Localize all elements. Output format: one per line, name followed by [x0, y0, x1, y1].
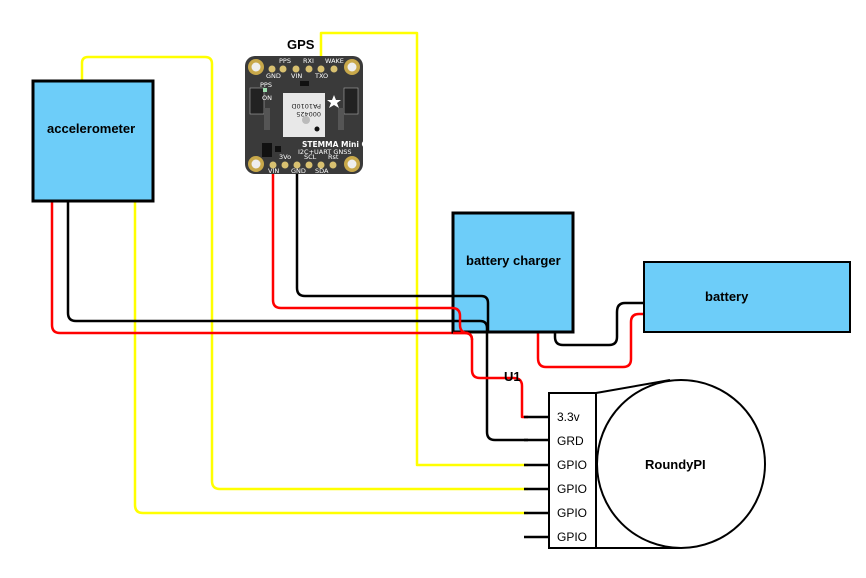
battery-block[interactable]: battery	[643, 261, 851, 333]
u1-label: RoundyPI	[645, 457, 706, 472]
star-logo-icon	[327, 95, 341, 108]
battery-charger-block[interactable]: battery charger	[451, 211, 575, 334]
u1-outline-top	[595, 379, 671, 394]
wire-gps-txo[interactable]	[319, 31, 528, 467]
accelerometer-block[interactable]: accelerometer	[31, 79, 155, 203]
gps-board-name: STEMMA Mini GPS	[302, 140, 379, 149]
gps-top-pads	[268, 65, 338, 73]
u1-pin-gpio-1: GPIO	[557, 458, 587, 472]
battery-charger-body	[451, 211, 575, 334]
u1-pin-stubs	[524, 415, 549, 539]
gps-ic-left	[249, 87, 265, 115]
gps-regulator	[262, 143, 272, 157]
gps-chip-dot	[302, 116, 310, 124]
u1-pin-grd: GRD	[557, 434, 584, 448]
gps-led-pps-label: PPS	[260, 81, 272, 89]
roundypi-u1[interactable]: U1 RoundyPI 3.3v GRD GPIO GPIO GPIO GPIO	[504, 369, 766, 549]
gps-pin-3vo: 3Vo	[279, 153, 291, 161]
gps-mounting-holes	[248, 59, 360, 172]
gps-board-desc: I2C+UART GNSS	[298, 148, 351, 156]
battery-charger-label: battery charger	[466, 253, 561, 268]
wire-accel-signal-b[interactable]	[133, 201, 528, 515]
wire-accel-signal-a[interactable]	[80, 55, 528, 491]
gps-pin-vin-top: VIN	[291, 72, 302, 80]
gps-chip-code: 000425	[296, 110, 321, 118]
gps-pin-txo: TXO	[314, 72, 328, 80]
u1-pin-gpio-3: GPIO	[557, 506, 587, 520]
wires-over-charger	[450, 294, 490, 341]
wire-gps-vin[interactable]	[271, 168, 469, 335]
gps-pin-gnd: GND	[266, 72, 281, 80]
gps-inductor-right	[338, 108, 344, 130]
gps-led	[263, 88, 267, 92]
wire-accel-power[interactable]	[50, 201, 528, 419]
u1-pin-3v3: 3.3v	[557, 410, 580, 424]
gps-pin-sda: SDA	[315, 167, 329, 175]
gps-inductor-left	[264, 108, 270, 130]
gps-pin-pps: PPS	[279, 57, 291, 65]
gps-pin-scl: SCL	[304, 153, 317, 161]
battery-label: battery	[705, 289, 749, 304]
accelerometer-body	[31, 79, 155, 203]
u1-pin-gpio-4: GPIO	[557, 530, 587, 544]
accelerometer-label: accelerometer	[47, 121, 135, 136]
gps-chip-model: PA1010D	[292, 102, 322, 110]
gps-pin-wake: WAKE	[325, 57, 344, 65]
gps-ic-right	[343, 87, 359, 115]
wire-charger-battery-power[interactable]	[536, 312, 644, 369]
gps-bottom-pads	[269, 161, 337, 169]
wire-charger-battery-ground[interactable]	[553, 301, 644, 347]
gps-pin-gnd-bottom: GND	[291, 167, 306, 175]
u1-round-display	[596, 379, 766, 549]
u1-ref-label: U1	[504, 369, 521, 384]
gps-pin-vin: VIN	[268, 167, 279, 175]
gps-pin-rxi: RXI	[303, 57, 314, 65]
battery-body	[643, 261, 851, 333]
gps-cap	[275, 146, 281, 152]
gps-pin-rst: Rst	[328, 153, 339, 161]
gps-component	[300, 81, 309, 86]
gps-label: GPS	[287, 37, 315, 52]
u1-header	[548, 392, 597, 549]
gps-module[interactable]: GPS GND PPS VIN RXI TXO WAKE PPS ON	[245, 37, 379, 175]
gps-chip-marker	[314, 126, 320, 132]
u1-pin-gpio-2: GPIO	[557, 482, 587, 496]
gps-led-on-label: ON	[262, 94, 272, 102]
